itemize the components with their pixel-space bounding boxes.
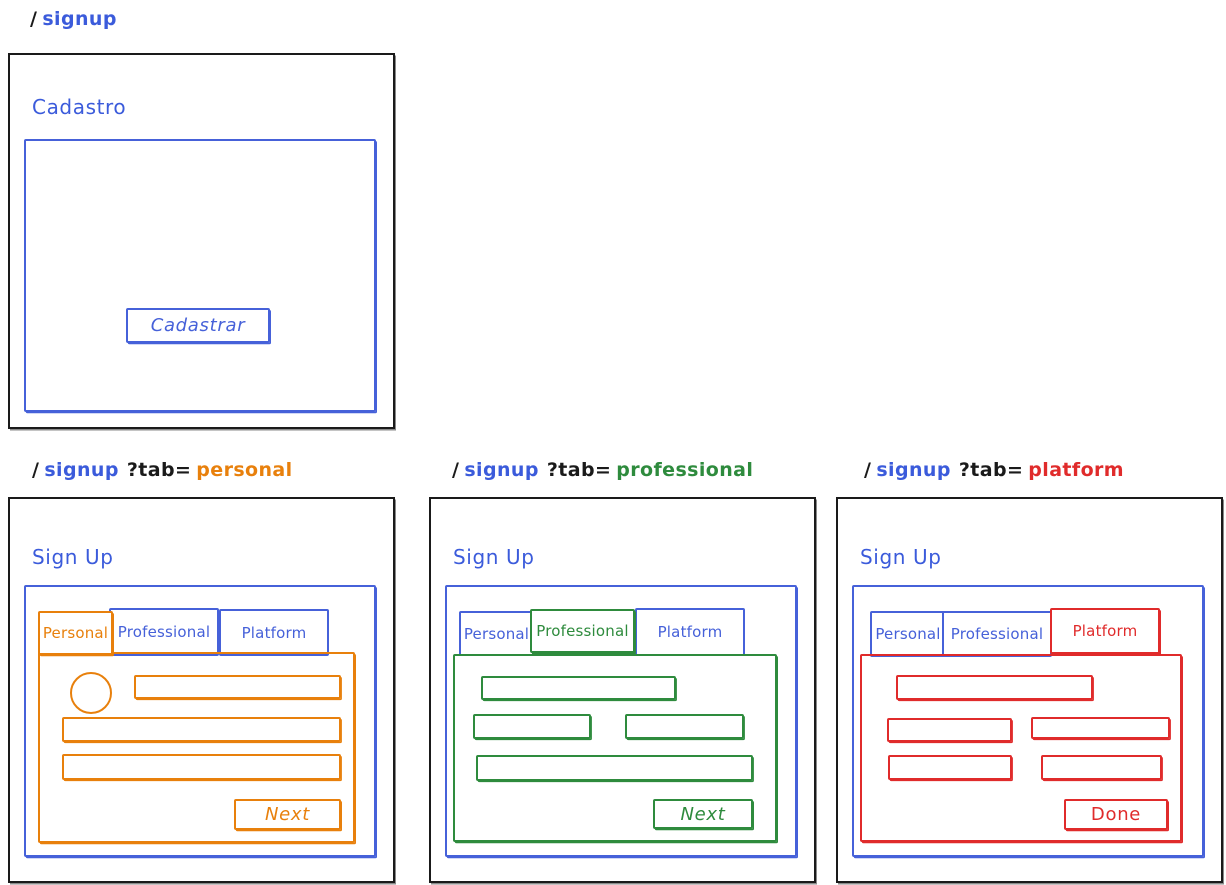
tab-personal[interactable]: Personal — [459, 611, 534, 656]
plan-input[interactable] — [896, 675, 1093, 700]
tab-content-professional — [453, 654, 777, 842]
tab-content-platform — [860, 654, 1182, 842]
form-panel-platform — [852, 585, 1204, 857]
cadastrar-button[interactable]: Cadastrar — [126, 308, 270, 343]
route-query-key: ?tab= — [958, 459, 1024, 481]
tab-personal[interactable]: Personal — [38, 611, 113, 655]
next-button-professional[interactable]: Next — [653, 799, 753, 829]
tab-platform[interactable]: Platform — [219, 609, 329, 656]
page-title-cadastro: Cadastro — [32, 95, 127, 119]
window-signup-platform: Sign Up Personal Professional Platform D… — [836, 497, 1223, 883]
email-input[interactable] — [62, 717, 341, 742]
route-query-value: platform — [1028, 459, 1124, 481]
company-input[interactable] — [481, 676, 676, 700]
form-panel-base — [24, 139, 376, 412]
window-signup-personal: Sign Up Personal Professional Platform N… — [8, 497, 395, 883]
full-name-input[interactable] — [134, 675, 341, 699]
region-input[interactable] — [887, 718, 1012, 742]
route-query-value: personal — [196, 459, 293, 481]
tab-professional[interactable]: Professional — [109, 608, 219, 656]
window-signup-professional: Sign Up Personal Professional Platform N… — [429, 497, 816, 883]
password-input[interactable] — [62, 754, 341, 780]
route-label-platform: /signup ?tab=platform — [864, 459, 1124, 481]
industry-input[interactable] — [625, 714, 744, 739]
route-label-professional: /signup ?tab=professional — [452, 459, 753, 481]
route-query-value: professional — [616, 459, 754, 481]
page-title-signup-platform: Sign Up — [860, 545, 942, 569]
route-path: signup — [44, 459, 119, 481]
route-slash: / — [452, 459, 460, 481]
route-label-signup: /signup — [30, 8, 125, 30]
route-path: signup — [42, 8, 117, 30]
tab-platform[interactable]: Platform — [635, 608, 745, 656]
page-title-signup-personal: Sign Up — [32, 545, 114, 569]
role-input[interactable] — [473, 714, 591, 739]
route-path: signup — [876, 459, 951, 481]
route-label-personal: /signup ?tab=personal — [32, 459, 293, 481]
tab-platform[interactable]: Platform — [1050, 608, 1160, 654]
avatar-picker[interactable] — [70, 672, 112, 714]
next-button-personal[interactable]: Next — [234, 799, 341, 830]
seats-input[interactable] — [888, 755, 1012, 780]
done-button-platform[interactable]: Done — [1064, 799, 1168, 830]
tab-personal[interactable]: Personal — [870, 611, 946, 657]
route-slash: / — [32, 459, 40, 481]
website-input[interactable] — [476, 755, 753, 781]
form-panel-professional — [445, 585, 797, 857]
form-panel-personal — [24, 585, 376, 857]
billing-input[interactable] — [1041, 755, 1162, 780]
route-path: signup — [464, 459, 539, 481]
route-slash: / — [30, 8, 38, 30]
window-signup-base: Cadastro Cadastrar — [8, 53, 395, 429]
tab-professional[interactable]: Professional — [530, 609, 635, 653]
route-query-key: ?tab= — [126, 459, 192, 481]
route-query-key: ?tab= — [546, 459, 612, 481]
route-slash: / — [864, 459, 872, 481]
environment-input[interactable] — [1031, 717, 1170, 739]
tab-professional[interactable]: Professional — [942, 611, 1052, 657]
tab-content-personal — [38, 652, 355, 843]
page-title-signup-professional: Sign Up — [453, 545, 535, 569]
